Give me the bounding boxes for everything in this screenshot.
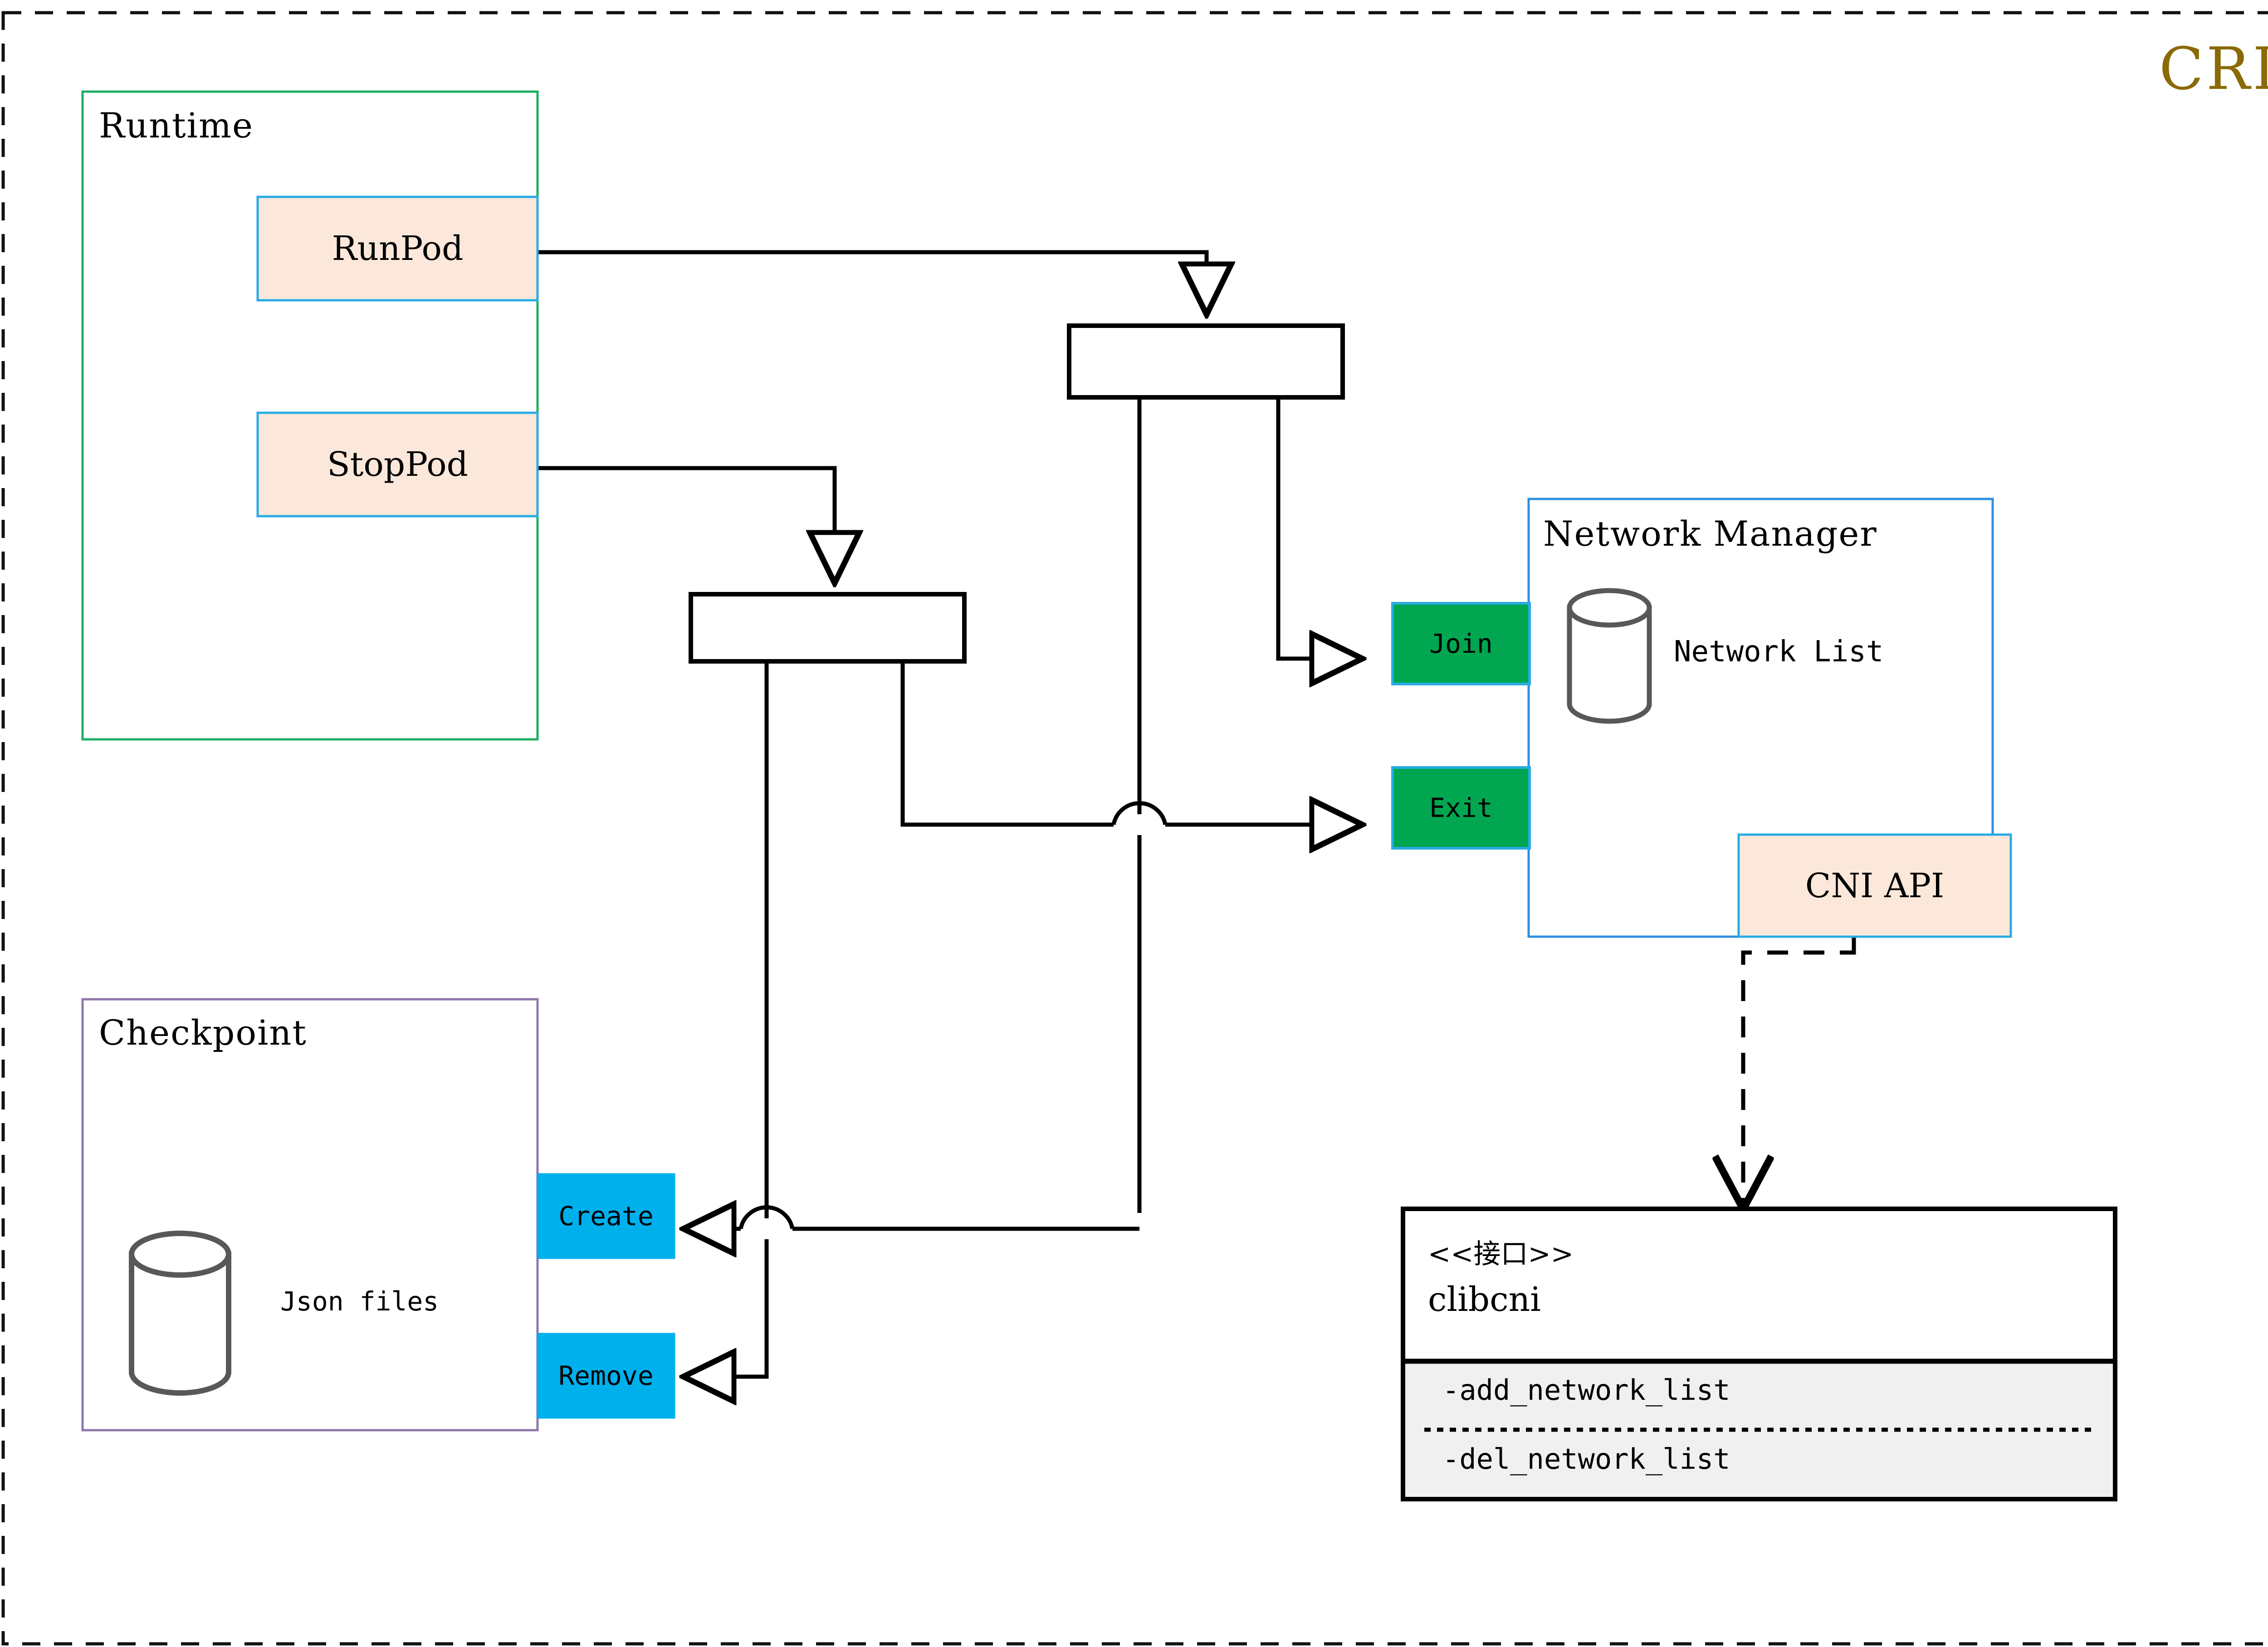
datastore-label-network-list: Network List <box>1674 635 1884 669</box>
edge-runpod-to-forkbar-top <box>538 250 1207 313</box>
interface-stereotype: <<接口>> <box>1428 1238 1574 1270</box>
node-runpod-rect[interactable] <box>256 195 539 302</box>
node-exit-rect[interactable] <box>1391 766 1531 850</box>
fork-bar-bottom <box>689 592 967 664</box>
node-join-rect[interactable] <box>1391 602 1531 685</box>
interface-name: clibcni <box>1428 1280 1541 1319</box>
fork-bar-top <box>1067 323 1345 400</box>
interface-method-add-network-list: -add_network_list <box>1442 1373 1730 1407</box>
network-manager-store-cylinder-icon <box>1567 588 1652 724</box>
edge-stoppod-to-forkbar-bottom <box>538 466 835 582</box>
node-label-exit[interactable]: Exit <box>1429 792 1493 823</box>
edge-forkbar-bottom-right-output-to-exit <box>900 661 1114 827</box>
page-border <box>1 11 2268 1646</box>
node-stoppod-rect[interactable] <box>256 411 539 518</box>
node-label-join[interactable]: Join <box>1429 628 1493 659</box>
group-label-checkpoint: Checkpoint <box>99 1012 307 1053</box>
node-cni-api-rect[interactable] <box>1737 833 2012 938</box>
edge-forkbar-top-right-output-to-join <box>1276 398 1361 659</box>
edge-cniapi-to-clibcni <box>1743 946 1856 1209</box>
group-label-network-manager: Network Manager <box>1543 513 1877 554</box>
node-label-remove[interactable]: Remove <box>558 1360 654 1391</box>
node-label-cni-api[interactable]: CNI API <box>1805 866 1945 905</box>
checkpoint-store-cylinder-icon <box>129 1231 231 1396</box>
node-label-create[interactable]: Create <box>558 1201 654 1232</box>
node-remove-rect[interactable] <box>537 1333 675 1419</box>
node-label-stoppod[interactable]: StopPod <box>327 445 469 484</box>
group-label-runtime: Runtime <box>99 105 254 146</box>
page-title: CRI <box>2159 35 2268 103</box>
datastore-label-json-files: Json files <box>280 1286 439 1317</box>
line-hop-create-crossing <box>738 1205 795 1229</box>
edge-forkbar-bottom-left-output-lower-to-remove <box>685 1239 769 1377</box>
node-create-rect[interactable] <box>537 1173 675 1259</box>
node-label-runpod[interactable]: RunPod <box>332 229 464 268</box>
interface-clibcni-box-outline <box>1401 1207 2117 1501</box>
line-hop-exit-crossing <box>1111 801 1168 825</box>
interface-method-del-network-list: -del_network_list <box>1442 1442 1730 1476</box>
